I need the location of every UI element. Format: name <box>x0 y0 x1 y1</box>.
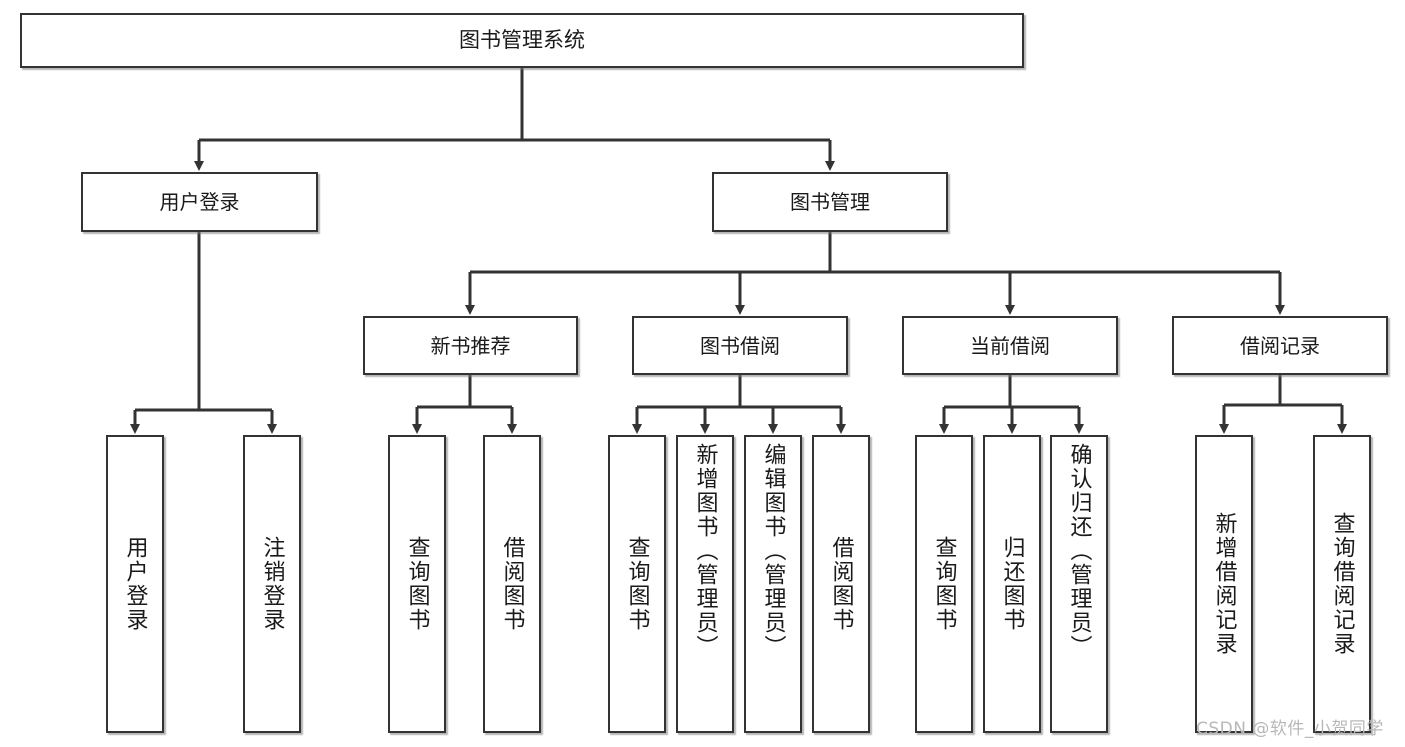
node-leaf-user-login-label: 用户登录 <box>122 536 148 632</box>
node-book-manage[interactable]: 图书管理 <box>712 172 948 232</box>
node-book-borrow[interactable]: 图书借阅 <box>632 316 848 375</box>
node-user-login-label: 用户登录 <box>159 190 240 214</box>
node-user-login[interactable]: 用户登录 <box>81 172 318 232</box>
node-book-borrow-label: 图书借阅 <box>700 333 780 358</box>
node-leaf-user-logout-label: 注销登录 <box>259 536 285 632</box>
node-borrow-record-label: 借阅记录 <box>1240 333 1320 358</box>
node-leaf-query-book-3-label: 查询图书 <box>931 536 957 632</box>
node-leaf-confirm-return-admin[interactable]: 确认归还（管理员） <box>1050 435 1108 733</box>
node-new-book-recommend[interactable]: 新书推荐 <box>363 316 578 375</box>
node-leaf-borrow-book-2[interactable]: 借阅图书 <box>812 435 870 733</box>
node-current-borrow[interactable]: 当前借阅 <box>902 316 1118 375</box>
node-current-borrow-label: 当前借阅 <box>970 333 1050 358</box>
node-leaf-query-book-1-label: 查询图书 <box>404 536 430 632</box>
node-new-book-recommend-label: 新书推荐 <box>430 333 511 358</box>
node-leaf-edit-book-admin-label: 编辑图书（管理员） <box>760 443 786 659</box>
node-leaf-query-book-2-label: 查询图书 <box>624 536 650 632</box>
node-root[interactable]: 图书管理系统 <box>20 13 1024 68</box>
node-leaf-query-book-1[interactable]: 查询图书 <box>388 435 446 733</box>
node-leaf-borrow-book-2-label: 借阅图书 <box>828 536 854 632</box>
node-leaf-user-login[interactable]: 用户登录 <box>106 435 164 733</box>
node-leaf-add-book-admin-label: 新增图书（管理员） <box>692 443 718 659</box>
node-leaf-borrow-book-1-label: 借阅图书 <box>499 536 525 632</box>
node-leaf-return-book-label: 归还图书 <box>999 536 1025 632</box>
node-leaf-add-borrow-record-label: 新增借阅记录 <box>1211 512 1237 656</box>
node-leaf-query-book-3[interactable]: 查询图书 <box>915 435 973 733</box>
node-leaf-edit-book-admin[interactable]: 编辑图书（管理员） <box>744 435 802 733</box>
node-borrow-record[interactable]: 借阅记录 <box>1172 316 1388 375</box>
node-book-manage-label: 图书管理 <box>790 190 870 214</box>
node-leaf-add-book-admin[interactable]: 新增图书（管理员） <box>676 435 734 733</box>
node-leaf-query-borrow-record[interactable]: 查询借阅记录 <box>1313 435 1371 733</box>
csdn-watermark: CSDN @软件_小贺同学 <box>1196 719 1384 739</box>
node-root-label: 图书管理系统 <box>459 27 585 52</box>
node-leaf-confirm-return-admin-label: 确认归还（管理员） <box>1066 443 1092 659</box>
node-leaf-query-book-2[interactable]: 查询图书 <box>608 435 666 733</box>
node-leaf-return-book[interactable]: 归还图书 <box>983 435 1041 733</box>
node-leaf-query-borrow-record-label: 查询借阅记录 <box>1329 512 1355 656</box>
node-leaf-add-borrow-record[interactable]: 新增借阅记录 <box>1195 435 1253 733</box>
node-leaf-borrow-book-1[interactable]: 借阅图书 <box>483 435 541 733</box>
node-leaf-user-logout[interactable]: 注销登录 <box>243 435 301 733</box>
